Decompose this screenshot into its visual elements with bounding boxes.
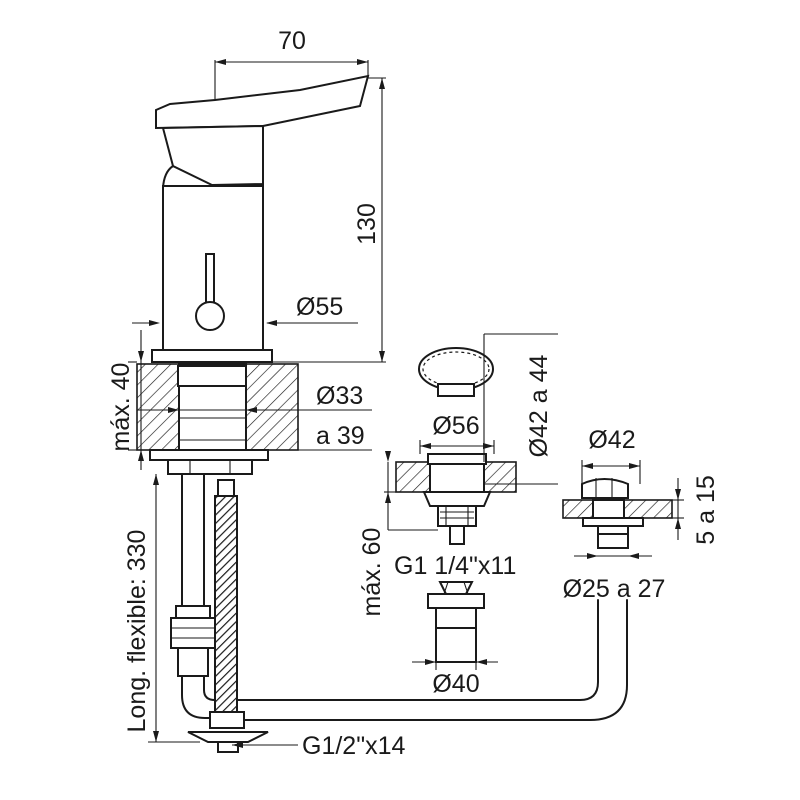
dim-drain-hole-range: Ø42 a 44 — [525, 354, 553, 457]
overflow-deck-left — [562, 499, 594, 519]
dim-overall-height: 130 — [353, 203, 381, 245]
indicator-dot — [195, 301, 225, 331]
deck-right — [245, 363, 299, 451]
overflow-deck-right — [623, 499, 673, 519]
handle-head — [161, 124, 264, 187]
dim-drain-max-thickness: máx. 60 — [358, 528, 386, 617]
flexible-hose — [214, 495, 238, 713]
drain-body — [435, 627, 477, 663]
dim-overflow-diameter: Ø42 — [588, 426, 635, 454]
overflow-assembly — [562, 478, 673, 549]
dimension-lines — [128, 59, 684, 748]
fixing-washer — [149, 449, 269, 461]
dim-drain-body-diameter: Ø40 — [432, 670, 479, 698]
drain-assembly — [395, 347, 517, 663]
dim-hole-diameter-min: Ø33 — [316, 382, 363, 410]
dim-drain-thread: G1 1/4"x11 — [394, 552, 516, 580]
tube-fitting-nut — [170, 617, 216, 649]
supply-flange — [187, 731, 269, 743]
copper-tube — [181, 473, 205, 607]
drain-deck-left — [395, 461, 431, 493]
dim-overflow-hole-range: Ø25 a 27 — [563, 575, 666, 603]
faucet — [136, 74, 628, 753]
dim-lever-reach: 70 — [278, 27, 306, 55]
lever-handle — [155, 74, 370, 130]
hose-fitting-top — [217, 479, 235, 497]
drain-deck-right — [483, 461, 517, 493]
tube-fitting-upper — [175, 605, 211, 619]
base-plate — [151, 349, 273, 363]
overflow-cap — [581, 478, 629, 499]
dim-body-diameter: Ø55 — [296, 293, 343, 321]
dim-max-deck-thickness: máx. 40 — [107, 363, 135, 452]
fixing-nut — [167, 459, 253, 475]
dim-overflow-thickness: 5 a 15 — [692, 475, 720, 545]
dim-drain-top-diameter: Ø56 — [432, 412, 479, 440]
dim-flexible-length: Long. flexible: 330 — [123, 530, 151, 733]
deck-left — [136, 363, 180, 451]
dim-hole-diameter-max: a 39 — [316, 422, 365, 450]
dim-supply-thread: G1/2"x14 — [302, 732, 405, 760]
overflow-pipe — [236, 599, 599, 701]
supply-fitting — [209, 711, 245, 729]
